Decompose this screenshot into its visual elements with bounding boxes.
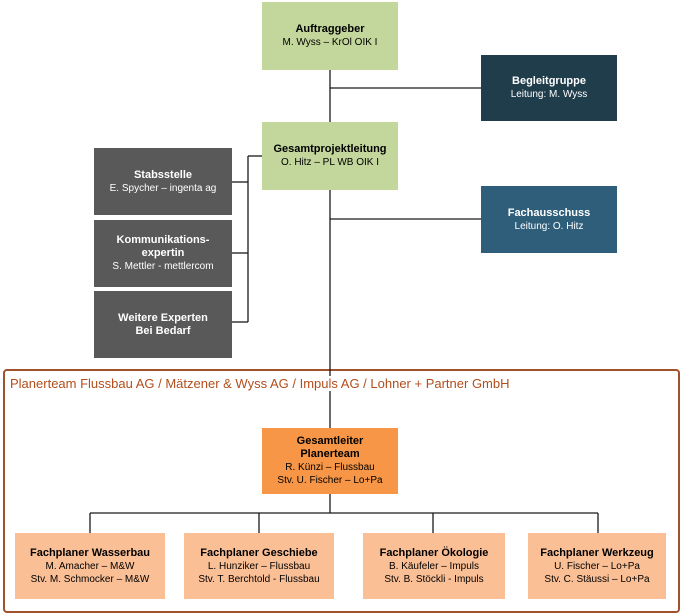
weitere-experten-box: Weitere Experten Bei Bedarf (94, 291, 232, 358)
gesamtleiter-title-line2: Planerteam (300, 448, 360, 460)
fachplaner-geschiebe-box: Fachplaner Geschiebe L. Hunziker – Fluss… (184, 533, 334, 599)
gesamtleiter-box: Gesamtleiter Planerteam R. Künzi – Fluss… (262, 428, 398, 494)
fachplaner-line2: Stv. C. Stäussi – Lo+Pa (544, 573, 650, 585)
kommunikation-title-line1: Kommunikations- (116, 234, 210, 246)
fachplaner-wasserbau-box: Fachplaner Wasserbau M. Amacher – M&W St… (15, 533, 165, 599)
fachausschuss-box: Fachausschuss Leitung: O. Hitz (481, 186, 617, 253)
fachplaner-line2: Stv. M. Schmocker – M&W (30, 573, 150, 585)
begleitgruppe-box: Begleitgruppe Leitung: M. Wyss (481, 55, 617, 121)
gesamtprojektleitung-box: Gesamtprojektleitung O. Hitz – PL WB OIK… (262, 122, 398, 190)
fachplaner-line1: L. Hunziker – Flussbau (207, 560, 311, 572)
stabsstelle-subtitle: E. Spycher – ingenta ag (109, 182, 217, 194)
fachplaner-line1: M. Amacher – M&W (45, 560, 135, 572)
begleitgruppe-subtitle: Leitung: M. Wyss (510, 89, 588, 100)
kommunikation-box: Kommunikations- expertin S. Mettler - me… (94, 220, 232, 287)
gesamtleiter-line1: R. Künzi – Flussbau (285, 462, 375, 473)
fachplaner-oekologie-box: Fachplaner Ökologie B. Käufeler – Impuls… (363, 533, 505, 599)
fachplaner-line1: U. Fischer – Lo+Pa (554, 560, 640, 572)
fachplaner-line2: Stv. T. Berchtold - Flussbau (198, 573, 320, 585)
fachplaner-title: Fachplaner Ökologie (379, 546, 489, 559)
fachplaner-title: Fachplaner Wasserbau (29, 546, 151, 559)
auftraggeber-title: Auftraggeber (295, 23, 365, 35)
kommunikation-title-line2: expertin (141, 247, 185, 259)
fachplaner-werkzeug-box: Fachplaner Werkzeug U. Fischer – Lo+Pa S… (528, 533, 666, 599)
gesamtleiter-line2: Stv. U. Fischer – Lo+Pa (277, 475, 383, 486)
fachausschuss-title: Fachausschuss (507, 206, 591, 219)
weitere-experten-title-line1: Weitere Experten (118, 311, 208, 324)
gesamtleiter-title-line1: Gesamtleiter (296, 435, 364, 447)
fachplaner-title: Fachplaner Werkzeug (540, 546, 654, 559)
stabsstelle-box: Stabsstelle E. Spycher – ingenta ag (94, 148, 232, 215)
stabsstelle-title: Stabsstelle (133, 168, 193, 181)
planerteam-frame (3, 369, 680, 613)
weitere-experten-title-line2: Bei Bedarf (135, 324, 191, 337)
fachplaner-title: Fachplaner Geschiebe (200, 546, 318, 559)
fachplaner-line1: B. Käufeler – Impuls (388, 560, 480, 572)
auftraggeber-subtitle: M. Wyss – KrOl OIK I (282, 37, 378, 48)
gesamtprojektleitung-title: Gesamtprojektleitung (273, 143, 387, 155)
auftraggeber-box: Auftraggeber M. Wyss – KrOl OIK I (262, 2, 398, 70)
begleitgruppe-title: Begleitgruppe (512, 75, 586, 87)
fachplaner-line2: Stv. B. Stöckli - Impuls (384, 573, 484, 585)
fachausschuss-subtitle: Leitung: O. Hitz (514, 220, 584, 232)
gesamtprojektleitung-subtitle: O. Hitz – PL WB OIK I (281, 157, 379, 168)
planerteam-label: Planerteam Flussbau AG / Mätzener & Wyss… (10, 376, 512, 391)
kommunikation-subtitle: S. Mettler - mettlercom (112, 261, 214, 272)
